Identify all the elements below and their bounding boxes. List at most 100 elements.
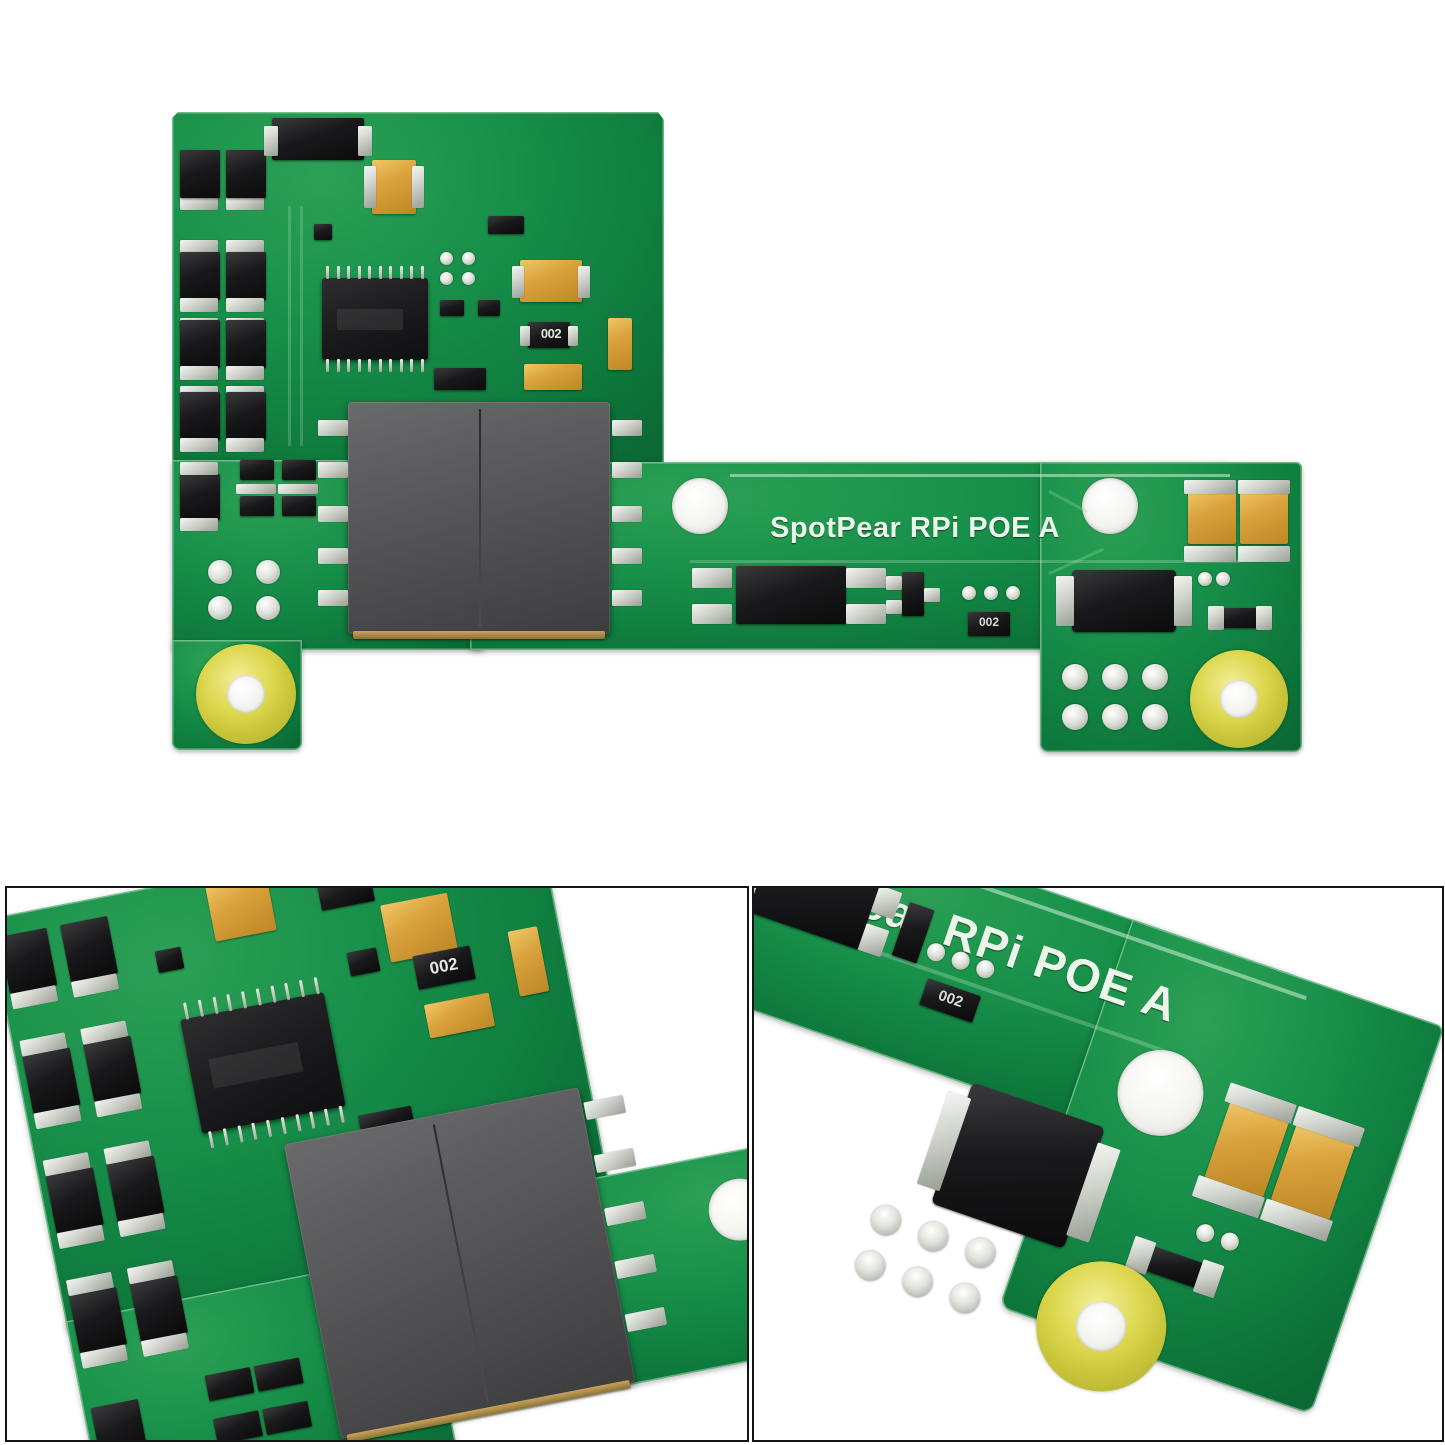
pcb-trace — [300, 206, 303, 446]
solder-pad — [612, 590, 642, 606]
smd-resistor-marked — [968, 612, 1010, 636]
solder-pad — [520, 326, 530, 346]
solder-pad — [226, 240, 264, 254]
solder-pad — [226, 298, 264, 312]
through-hole-pad — [1062, 664, 1088, 690]
panel-detail-right: potPear RPi POE A — [752, 886, 1444, 1442]
output-capacitor-1 — [1188, 492, 1236, 544]
through-hole-pad — [866, 1201, 906, 1240]
smd-transistor — [902, 572, 924, 616]
mount-hole-bottom-right — [1190, 650, 1288, 748]
solder-pad — [924, 588, 940, 602]
smd-component — [180, 474, 220, 520]
ic-pins-bottom — [326, 359, 424, 372]
smd-resistor — [478, 300, 500, 316]
solder-pad — [1174, 576, 1192, 626]
smd-resistor — [440, 300, 464, 316]
solder-pad — [180, 518, 218, 531]
solder-pad — [180, 196, 218, 210]
solder-pad — [1184, 480, 1236, 494]
via-pad — [1216, 572, 1230, 586]
solder-pad — [264, 126, 278, 156]
via-pad — [1006, 586, 1020, 600]
pcb-trace — [288, 206, 291, 446]
solder-pad — [236, 484, 276, 494]
solder-pad — [1256, 606, 1272, 630]
panel-main-view: SpotPear RPi POE A — [172, 112, 1302, 752]
output-capacitor-2 — [1240, 492, 1288, 544]
solder-pad — [512, 266, 524, 298]
solder-pad — [180, 240, 218, 254]
solder-pad — [612, 506, 642, 522]
through-hole-pad — [208, 596, 232, 620]
solder-pad — [886, 576, 902, 590]
silkscreen-model-text: SpotPear RPi POE A — [770, 512, 1060, 544]
smd-diode — [240, 460, 274, 480]
panel-detail-right-content: potPear RPi POE A — [754, 888, 1442, 1440]
through-hole-pad — [898, 1263, 937, 1302]
smd-diode — [240, 496, 274, 516]
smd-component — [434, 368, 486, 390]
smd-component — [180, 320, 220, 368]
solder-pad — [180, 462, 218, 475]
detail-shielded-transformer-module — [283, 1087, 636, 1440]
power-inductor — [1072, 570, 1176, 632]
solder-pad — [318, 420, 348, 436]
via-pad — [1198, 572, 1212, 586]
through-hole-pad — [1142, 664, 1168, 690]
through-hole-pad — [208, 560, 232, 584]
bridge-rectifier — [272, 118, 364, 160]
power-mosfet — [736, 566, 846, 624]
shield-seam — [432, 1124, 489, 1402]
shield-base — [353, 631, 605, 639]
through-hole-pad — [945, 1279, 984, 1318]
solder-pad — [180, 366, 218, 380]
via-hole-left — [672, 478, 728, 534]
shield-seam — [479, 408, 481, 628]
smd-resistor-gold — [608, 318, 632, 370]
through-hole-pad — [256, 560, 280, 584]
solder-pad — [318, 506, 348, 522]
smd-component — [180, 252, 220, 300]
via-pad — [962, 586, 976, 600]
via-hole-right — [1082, 478, 1138, 534]
through-hole-pad — [1142, 704, 1168, 730]
solder-pad — [1238, 546, 1290, 562]
tantalum-capacitor — [520, 260, 582, 302]
through-hole-pad — [851, 1246, 890, 1285]
ic-marking — [208, 1042, 304, 1089]
panel-detail-left: 002 — [5, 886, 749, 1442]
smd-resistor — [488, 216, 524, 234]
solder-pad — [886, 600, 902, 614]
via-pad — [462, 272, 475, 285]
panel-detail-left-content: 002 — [7, 888, 747, 1440]
solder-pad — [612, 548, 642, 564]
solder-pad — [692, 568, 732, 588]
through-hole-pad — [961, 1234, 1000, 1273]
controller-ic — [322, 278, 428, 360]
solder-pad — [226, 196, 264, 210]
via-pad — [440, 252, 453, 265]
smd-capacitor-gold — [524, 364, 582, 390]
via-pad — [984, 586, 998, 600]
solder-pad — [578, 266, 590, 298]
solder-pad — [1208, 606, 1224, 630]
through-hole-pad — [1102, 704, 1128, 730]
via-pad — [440, 272, 453, 285]
solder-pad — [278, 484, 318, 494]
solder-pad — [358, 126, 372, 156]
solder-pad — [1056, 576, 1074, 626]
smd-component — [226, 252, 266, 300]
solder-pad — [1238, 480, 1290, 494]
smd-component — [226, 150, 266, 198]
solder-pad — [412, 166, 424, 208]
smd-component — [226, 320, 266, 368]
silkscreen-line-bottom — [690, 560, 1240, 563]
solder-pad — [318, 548, 348, 564]
smd-diode — [282, 460, 316, 480]
shield-base — [346, 1379, 631, 1440]
solder-pad — [180, 438, 218, 452]
shielded-transformer-module — [348, 402, 610, 639]
solder-pad — [568, 326, 578, 346]
